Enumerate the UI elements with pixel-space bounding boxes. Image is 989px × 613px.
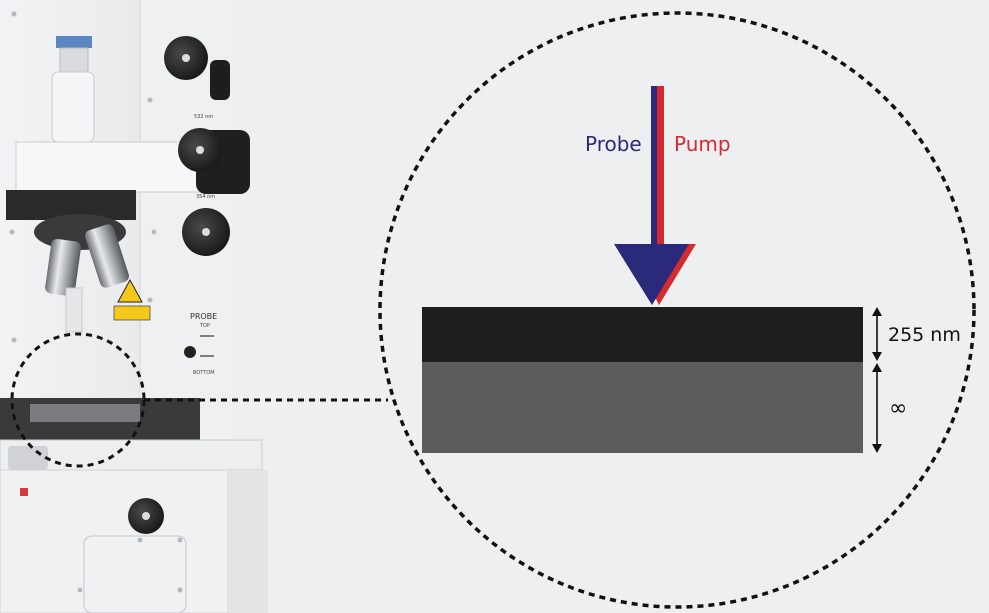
probe-switch	[184, 335, 214, 358]
bottom-panel-label: BOTTOM	[193, 370, 215, 376]
base-hatch	[83, 535, 187, 613]
panel-screws	[9, 11, 183, 593]
wavelength-knob-lower	[182, 208, 230, 256]
thin-film-layer	[422, 307, 863, 362]
wavelength-upper-label: 532 nm	[194, 114, 214, 120]
microscope-tube	[51, 71, 95, 143]
wavelength-knob-upper	[178, 128, 250, 194]
probe-panel-label: PROBE	[190, 312, 218, 321]
instrument-shadow	[228, 470, 268, 613]
pump-probe-beams	[614, 86, 696, 305]
top-knob	[164, 36, 230, 100]
instrument-base	[0, 469, 229, 613]
dimension-markers	[872, 307, 882, 453]
pump-beam	[657, 86, 664, 246]
probe-beam	[651, 86, 657, 246]
substrate-thickness-label: ∞	[889, 396, 908, 421]
indicator-led	[20, 488, 28, 496]
camera-adapter	[56, 36, 92, 48]
probe-label: Probe	[585, 132, 642, 156]
objective-lenses	[45, 224, 129, 333]
base-knob	[128, 498, 164, 534]
instrument-illustration	[0, 0, 268, 613]
substrate-layer	[422, 362, 863, 453]
wavelength-lower-label: 354 nm	[196, 194, 216, 200]
film-thickness-label: 255 nm	[888, 324, 961, 346]
camera-body	[59, 47, 89, 73]
pump-label: Pump	[674, 132, 731, 156]
laser-warning-label	[113, 278, 151, 321]
probe-arrowhead	[614, 244, 689, 305]
top-panel-label: TOP	[200, 323, 211, 329]
